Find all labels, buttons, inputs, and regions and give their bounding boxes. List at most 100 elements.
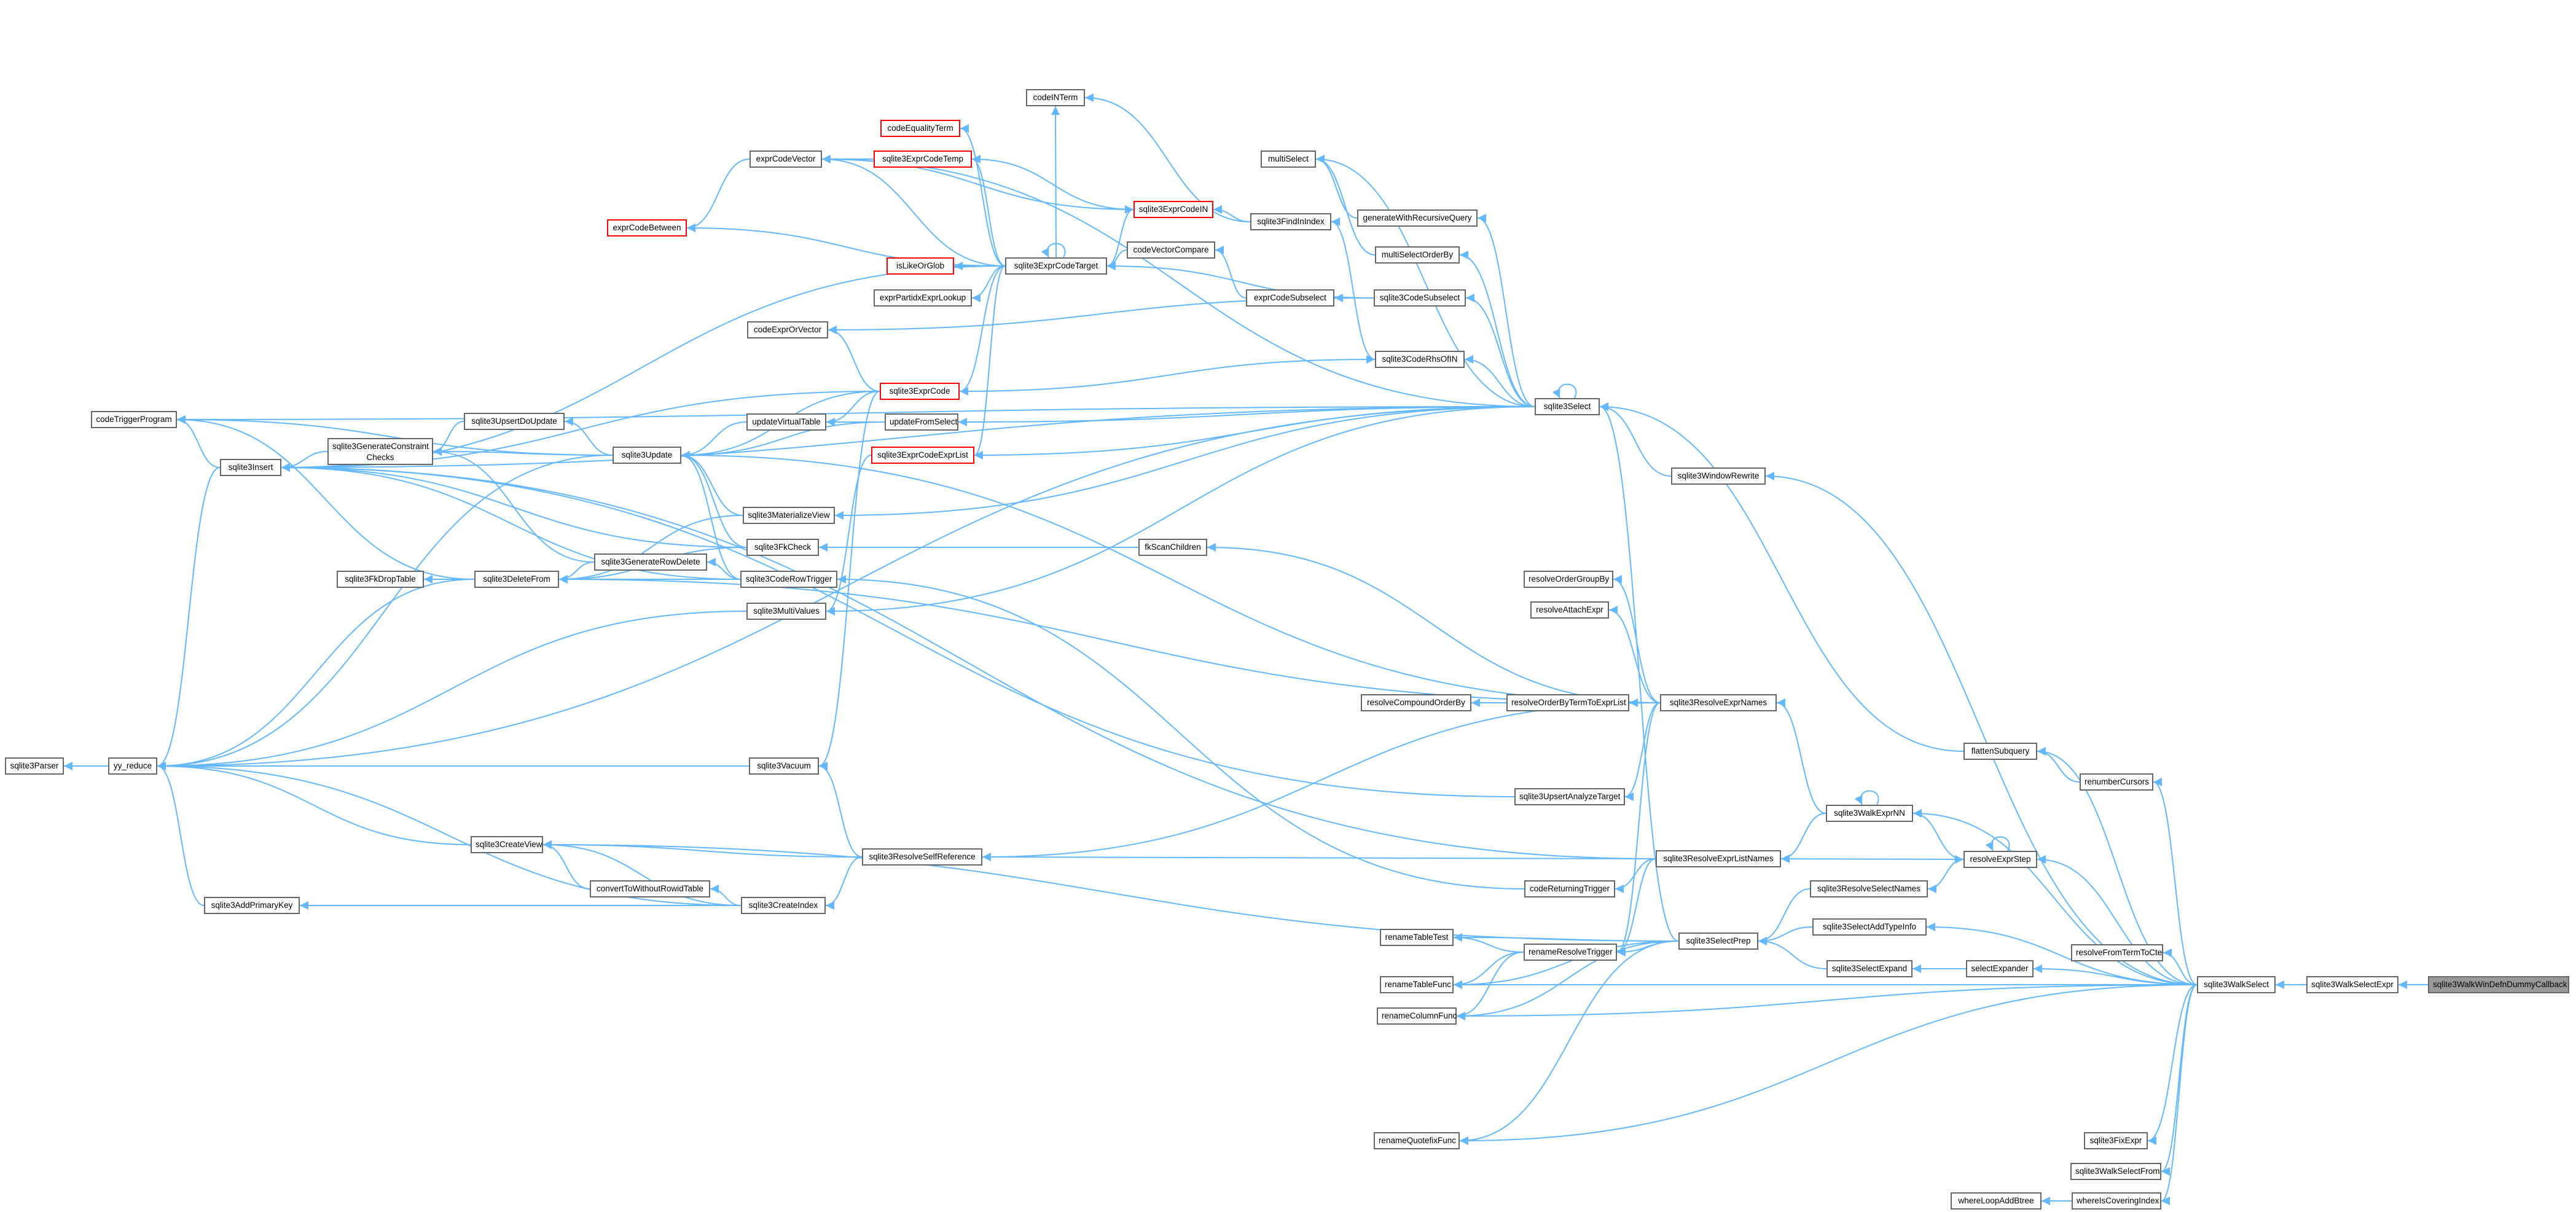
edge-codeEqualityTerm-sqlite3ExprCodeTarget — [960, 124, 1006, 267]
node-sqlite3WalkSelect[interactable]: sqlite3WalkSelect — [2197, 976, 2276, 993]
edge-codeTriggerProgram-sqlite3Select — [176, 406, 1535, 424]
node-sqlite3Update[interactable]: sqlite3Update — [613, 447, 681, 464]
node-renumberCursors[interactable]: renumberCursors — [2080, 773, 2153, 791]
node-sqlite3FixExpr[interactable]: sqlite3FixExpr — [2084, 1132, 2148, 1149]
node-whereIsCoveringIndex[interactable]: whereIsCoveringIndex — [2072, 1192, 2161, 1210]
edge-sqlite3ResolveSelfReference-sqlite3ResolveExprNames — [982, 702, 1661, 861]
node-sqlite3Insert[interactable]: sqlite3Insert — [220, 459, 281, 476]
edge-exprCodeBetween-sqlite3ExprCodeTarget — [686, 224, 1006, 267]
edge-sqlite3ExprCode-sqlite3ExprCodeTarget — [959, 265, 1006, 396]
node-sqlite3ResolveExprNames[interactable]: sqlite3ResolveExprNames — [1660, 694, 1777, 711]
node-yy_reduce[interactable]: yy_reduce — [108, 757, 157, 775]
node-sqlite3FkDropTable[interactable]: sqlite3FkDropTable — [337, 571, 424, 588]
node-flattenSubquery[interactable]: flattenSubquery — [1963, 743, 2037, 760]
node-exprCodeBetween[interactable]: exprCodeBetween — [607, 219, 687, 237]
node-isLikeOrGlob[interactable]: isLikeOrGlob — [887, 257, 954, 275]
edge-sqlite3ResolveSelfReference-sqlite3ResolveExprListNames — [982, 853, 1656, 862]
edge-sqlite3CreateView-convertToWithoutRowidTable — [542, 840, 590, 889]
node-resolveFromTermToCte[interactable]: resolveFromTermToCte — [2071, 944, 2163, 961]
edge-resolveAttachExpr-sqlite3ResolveExprNames — [1608, 606, 1661, 703]
node-codeINTerm[interactable]: codeINTerm — [1026, 89, 1085, 106]
node-sqlite3ExprCodeIN[interactable]: sqlite3ExprCodeIN — [1133, 201, 1213, 218]
node-sqlite3SelectPrep[interactable]: sqlite3SelectPrep — [1678, 932, 1758, 950]
node-multiSelectOrderBy[interactable]: multiSelectOrderBy — [1375, 246, 1460, 264]
node-exprCodeVector[interactable]: exprCodeVector — [750, 151, 822, 168]
node-sqlite3CodeRowTrigger[interactable]: sqlite3CodeRowTrigger — [740, 571, 837, 588]
edge-renameTableTest-renameResolveTrigger — [1453, 933, 1524, 953]
node-renameColumnFunc[interactable]: renameColumnFunc — [1377, 1007, 1457, 1025]
node-sqlite3Vacuum[interactable]: sqlite3Vacuum — [749, 757, 819, 775]
node-codeReturningTrigger[interactable]: codeReturningTrigger — [1524, 880, 1615, 897]
edge-yy_reduce-sqlite3DeleteFrom — [157, 579, 475, 770]
edge-sqlite3Select-flattenSubquery — [1599, 402, 1964, 752]
node-resolveAttachExpr[interactable]: resolveAttachExpr — [1530, 601, 1609, 619]
node-codeExprOrVector[interactable]: codeExprOrVector — [747, 321, 828, 338]
edge-sqlite3ResolveExprListNames-sqlite3WalkExprNN — [1780, 813, 1826, 863]
node-renameTableTest[interactable]: renameTableTest — [1380, 929, 1454, 946]
node-renameQuotefixFunc[interactable]: renameQuotefixFunc — [1374, 1132, 1460, 1149]
edge-yy_reduce-sqlite3AddPrimaryKey — [157, 762, 205, 906]
node-codeTriggerProgram[interactable]: codeTriggerProgram — [91, 411, 177, 428]
node-sqlite3CreateView[interactable]: sqlite3CreateView — [471, 836, 543, 853]
node-updateVirtualTable[interactable]: updateVirtualTable — [746, 413, 826, 431]
node-sqlite3ResolveSelectNames[interactable]: sqlite3ResolveSelectNames — [1810, 880, 1928, 897]
node-sqlite3GenerateRowDelete[interactable]: sqlite3GenerateRowDelete — [594, 553, 707, 571]
node-renameResolveTrigger[interactable]: renameResolveTrigger — [1524, 944, 1617, 961]
node-sqlite3ExprCode[interactable]: sqlite3ExprCode — [880, 383, 960, 400]
node-sqlite3ExprCodeTemp[interactable]: sqlite3ExprCodeTemp — [874, 151, 972, 168]
node-sqlite3WalkWinDefnDummyCallback[interactable]: sqlite3WalkWinDefnDummyCallback — [2428, 976, 2569, 993]
node-sqlite3FindInIndex[interactable]: sqlite3FindInIndex — [1250, 213, 1331, 230]
node-fkScanChildren[interactable]: fkScanChildren — [1138, 539, 1207, 556]
edge-sqlite3Update-sqlite3CodeRowTrigger — [681, 451, 741, 580]
node-sqlite3CodeSubselect[interactable]: sqlite3CodeSubselect — [1374, 289, 1466, 307]
edge-resolveOrderGroupBy-sqlite3ResolveExprNames — [1613, 575, 1661, 703]
node-updateFromSelect[interactable]: updateFromSelect — [885, 413, 958, 431]
node-sqlite3FkCheck[interactable]: sqlite3FkCheck — [746, 539, 819, 556]
node-sqlite3MaterializeView[interactable]: sqlite3MaterializeView — [743, 507, 835, 524]
node-sqlite3ResolveSelfReference[interactable]: sqlite3ResolveSelfReference — [862, 848, 982, 866]
node-exprPartidxExprLookup[interactable]: exprPartidxExprLookup — [874, 289, 972, 307]
node-sqlite3WalkSelectFrom[interactable]: sqlite3WalkSelectFrom — [2070, 1163, 2161, 1180]
edge-resolveExprStep-sqlite3WalkExprNN — [1912, 813, 1964, 864]
node-renameTableFunc[interactable]: renameTableFunc — [1380, 976, 1454, 993]
node-sqlite3CodeRhsOfIN[interactable]: sqlite3CodeRhsOfIN — [1375, 351, 1465, 368]
edge-yy_reduce-sqlite3Update — [157, 455, 613, 770]
node-resolveCompoundOrderBy[interactable]: resolveCompoundOrderBy — [1361, 694, 1471, 711]
node-sqlite3ResolveExprListNames[interactable]: sqlite3ResolveExprListNames — [1656, 850, 1781, 867]
node-sqlite3GenerateConstraintChecks[interactable]: sqlite3GenerateConstraint Checks — [327, 438, 433, 465]
node-sqlite3UpsertAnalyzeTarget[interactable]: sqlite3UpsertAnalyzeTarget — [1514, 788, 1625, 805]
node-sqlite3WalkSelectExpr[interactable]: sqlite3WalkSelectExpr — [2306, 976, 2398, 993]
edge-renameQuotefixFunc-sqlite3SelectPrep — [1459, 940, 1679, 1145]
edge-codeTriggerProgram-sqlite3Insert — [176, 415, 221, 468]
node-sqlite3ExprCodeTarget[interactable]: sqlite3ExprCodeTarget — [1005, 257, 1107, 275]
edge-codeTriggerProgram-sqlite3DeleteFrom — [176, 415, 475, 580]
node-sqlite3CreateIndex[interactable]: sqlite3CreateIndex — [741, 897, 826, 914]
node-sqlite3Parser[interactable]: sqlite3Parser — [5, 757, 64, 775]
node-sqlite3ExprCodeExprList[interactable]: sqlite3ExprCodeExprList — [871, 447, 974, 464]
edge-sqlite3ResolveExprNames-sqlite3WalkExprNN — [1776, 698, 1826, 814]
node-exprCodeSubselect[interactable]: exprCodeSubselect — [1246, 289, 1334, 307]
node-sqlite3WindowRewrite[interactable]: sqlite3WindowRewrite — [1671, 467, 1766, 485]
edge-yy_reduce-sqlite3Insert — [157, 467, 221, 770]
node-resolveOrderGroupBy[interactable]: resolveOrderGroupBy — [1524, 571, 1613, 588]
node-codeVectorCompare[interactable]: codeVectorCompare — [1127, 241, 1215, 259]
node-codeEqualityTerm[interactable]: codeEqualityTerm — [880, 120, 960, 137]
node-sqlite3MultiValues[interactable]: sqlite3MultiValues — [746, 603, 826, 620]
node-sqlite3SelectAddTypeInfo[interactable]: sqlite3SelectAddTypeInfo — [1812, 918, 1927, 936]
node-convertToWithoutRowidTable[interactable]: convertToWithoutRowidTable — [590, 880, 710, 897]
node-resolveExprStep[interactable]: resolveExprStep — [1963, 851, 2037, 868]
node-sqlite3UpsertDoUpdate[interactable]: sqlite3UpsertDoUpdate — [464, 413, 565, 430]
node-whereLoopAddBtree[interactable]: whereLoopAddBtree — [1951, 1192, 2042, 1210]
node-sqlite3DeleteFrom[interactable]: sqlite3DeleteFrom — [474, 571, 559, 588]
node-resolveOrderByTermToExprList[interactable]: resolveOrderByTermToExprList — [1506, 694, 1629, 711]
node-sqlite3AddPrimaryKey[interactable]: sqlite3AddPrimaryKey — [204, 897, 300, 914]
node-multiSelect[interactable]: multiSelect — [1261, 151, 1316, 168]
node-selectExpander[interactable]: selectExpander — [1966, 960, 2034, 977]
node-sqlite3WalkExprNN[interactable]: sqlite3WalkExprNN — [1826, 805, 1913, 822]
edge-renumberCursors-sqlite3WalkSelect — [2153, 778, 2198, 985]
edge-sqlite3ExprCodeExprList-sqlite3Select — [974, 406, 1535, 459]
node-generateWithRecursiveQuery[interactable]: generateWithRecursiveQuery — [1357, 209, 1478, 227]
node-sqlite3Select[interactable]: sqlite3Select — [1535, 398, 1600, 415]
edge-sqlite3Select-sqlite3WindowRewrite — [1599, 402, 1672, 477]
node-sqlite3SelectExpand[interactable]: sqlite3SelectExpand — [1826, 960, 1912, 977]
